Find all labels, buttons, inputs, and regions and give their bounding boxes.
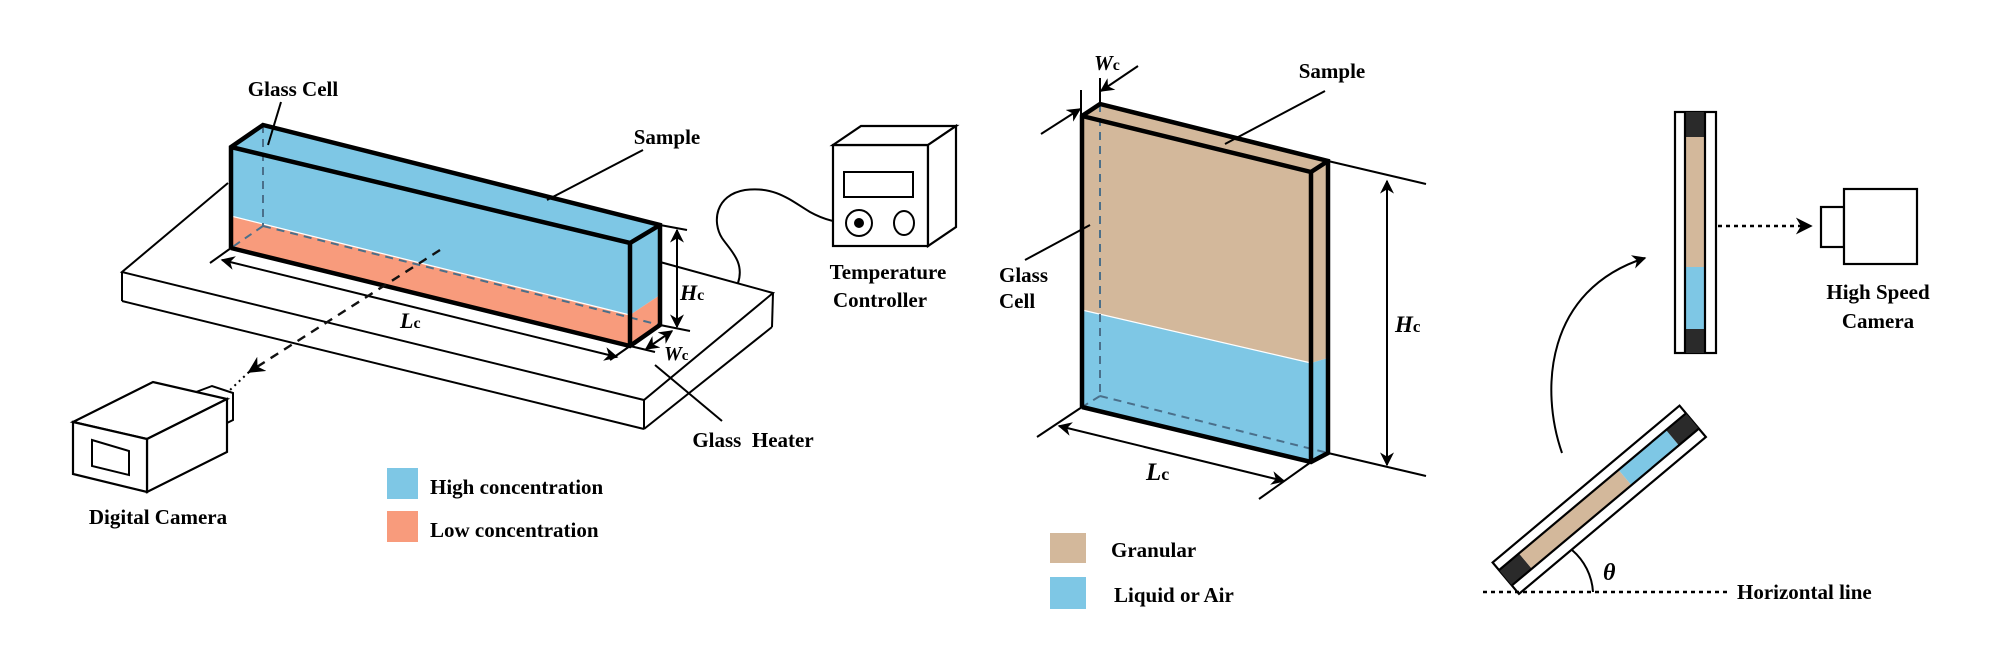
legend-swatch-low [387, 511, 418, 542]
mid-glass-cell-label-line2: Cell [999, 289, 1035, 313]
digital-camera-icon [69, 380, 234, 494]
length-label: Lc [399, 308, 421, 333]
left-panel-horizontal-setup: Glass Cell Sample Lc Hc Wc Glass Heater [69, 77, 960, 542]
mid-glass-cell-leader [1024, 224, 1091, 261]
width-dimension: Wc [629, 330, 689, 365]
heater-cable [715, 188, 860, 284]
mid-width-label: Wc [1094, 51, 1120, 75]
glass-heater-leader [654, 364, 723, 422]
mid-cell-front-granular [1082, 116, 1311, 363]
height-dimension: Hc [659, 224, 704, 332]
legend-label-high: High concentration [430, 475, 604, 499]
legend-swatch-high [387, 468, 418, 499]
temperature-controller-label-line2: Controller [833, 288, 927, 312]
left-legend: High concentration Low concentration [387, 468, 604, 542]
high-speed-camera-label-line1: High Speed [1826, 280, 1930, 304]
length-dimension: Lc [209, 247, 631, 361]
mid-sample-leader [1224, 90, 1326, 145]
sample-label: Sample [634, 125, 701, 149]
glass-cell-label: Glass Cell [248, 77, 339, 101]
cell-end-high-region [630, 225, 660, 315]
temperature-controller-label-line1: Temperature [830, 260, 947, 284]
horizontal-line-label: Horizontal line [1737, 580, 1872, 604]
glass-cell-leader [267, 101, 282, 146]
mid-cell-side-liquid [1311, 358, 1328, 462]
width-label: Wc [664, 343, 689, 365]
middle-panel-vertical-cell: Wc Sample Glass Cell Hc Lc Granular Li [999, 51, 1427, 609]
horizontal-glass-cell [228, 122, 663, 349]
mid-sample-label: Sample [1299, 59, 1366, 83]
right-panel-tilt-setup: High Speed Camera Horizontal line θ [1483, 110, 1930, 604]
mid-cell-top-face [1082, 104, 1328, 172]
high-speed-camera-label-line2: Camera [1842, 309, 1915, 333]
sample-leader [546, 149, 644, 201]
vertical-cell [1673, 110, 1718, 355]
mid-cell-side-granular [1311, 161, 1328, 363]
legend-label-low: Low concentration [430, 518, 599, 542]
legend-label-liquid: Liquid or Air [1114, 583, 1234, 607]
mid-height-label: Hc [1394, 312, 1421, 337]
tilted-cell [1491, 404, 1708, 596]
angle-arc [1571, 549, 1594, 593]
mid-glass-cell-label-line1: Glass [999, 263, 1048, 287]
mid-height-dimension: Hc [1327, 160, 1427, 477]
cell-top-face [231, 125, 660, 243]
temperature-controller-icon [829, 123, 960, 249]
camera-view-arrow [247, 248, 441, 374]
high-speed-camera-icon [1819, 187, 1919, 266]
rotation-arrow [1550, 255, 1647, 454]
controller-knob [893, 210, 915, 236]
legend-label-granular: Granular [1111, 538, 1196, 562]
mid-length-dimension: Lc [1036, 406, 1312, 500]
legend-swatch-liquid [1050, 577, 1086, 609]
glass-heater-label: Glass Heater [692, 428, 813, 452]
middle-legend: Granular Liquid or Air [1050, 533, 1234, 609]
mid-width-dimension: Wc [1040, 51, 1139, 135]
legend-swatch-granular [1050, 533, 1086, 563]
angle-theta-label: θ [1603, 560, 1616, 586]
controller-display [843, 171, 914, 198]
mid-length-label: Lc [1145, 459, 1169, 486]
digital-camera-label: Digital Camera [89, 505, 228, 529]
height-label: Hc [679, 280, 704, 305]
glass-heater [119, 182, 776, 430]
